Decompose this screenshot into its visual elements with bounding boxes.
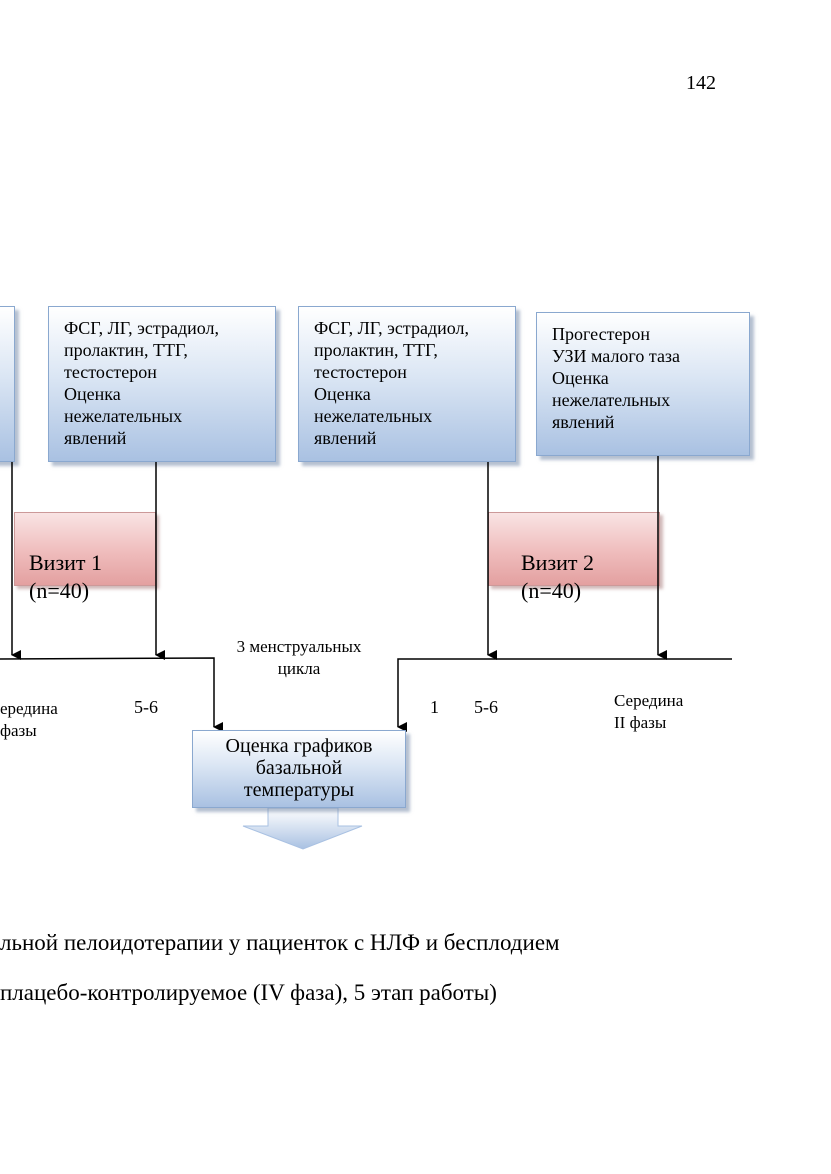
visit-2-label: Визит 2 (n=40) xyxy=(521,550,595,603)
page-number: 142 xyxy=(686,72,716,94)
big-down-arrow xyxy=(242,807,363,850)
progesterone-text: Прогестерон УЗИ малого таза Оценка нежел… xyxy=(552,324,681,432)
visit-1-box: Визит 1 (n=40) xyxy=(14,512,156,603)
lab-tests-text-visit1: ФСГ, ЛГ, эстрадиол, пролактин, ТТГ, тест… xyxy=(64,318,220,448)
lab-tests-box-visit2: ФСГ, ЛГ, эстрадиол, пролактин, ТТГ, тест… xyxy=(298,306,516,462)
left-day-label: 5-6 xyxy=(134,697,158,717)
right-mid-phase-label: Середина II фазы xyxy=(614,691,684,732)
left-mid-phase-label: ередина фазы xyxy=(0,699,58,740)
temperature-chart-text: Оценка графиков базальной температуры xyxy=(225,735,373,801)
caption-line-2: плацебо-контролируемое (IV фаза), 5 этап… xyxy=(0,980,497,1005)
caption-line-1: льной пелоидотерапии у пациенток с НЛФ и… xyxy=(0,930,560,955)
visit-1-label: Визит 1 (n=40) xyxy=(29,550,103,603)
progesterone-box: Прогестерон УЗИ малого таза Оценка нежел… xyxy=(536,312,750,456)
lab-tests-box-visit1: ФСГ, ЛГ, эстрадиол, пролактин, ТТГ, тест… xyxy=(48,306,276,462)
right-day2-label: 5-6 xyxy=(474,697,498,717)
timeline-right xyxy=(397,658,732,732)
cropped-lab-box xyxy=(0,306,15,462)
cycles-label: 3 менструальных цикла xyxy=(236,637,362,678)
timeline-left xyxy=(0,657,223,732)
temperature-chart-box: Оценка графиков базальной температуры xyxy=(192,730,406,808)
right-day1-label: 1 xyxy=(430,697,439,717)
lab-tests-text-visit2: ФСГ, ЛГ, эстрадиол, пролактин, ТТГ, тест… xyxy=(314,318,470,448)
visit-2-box: Визит 2 (n=40) xyxy=(488,512,660,603)
